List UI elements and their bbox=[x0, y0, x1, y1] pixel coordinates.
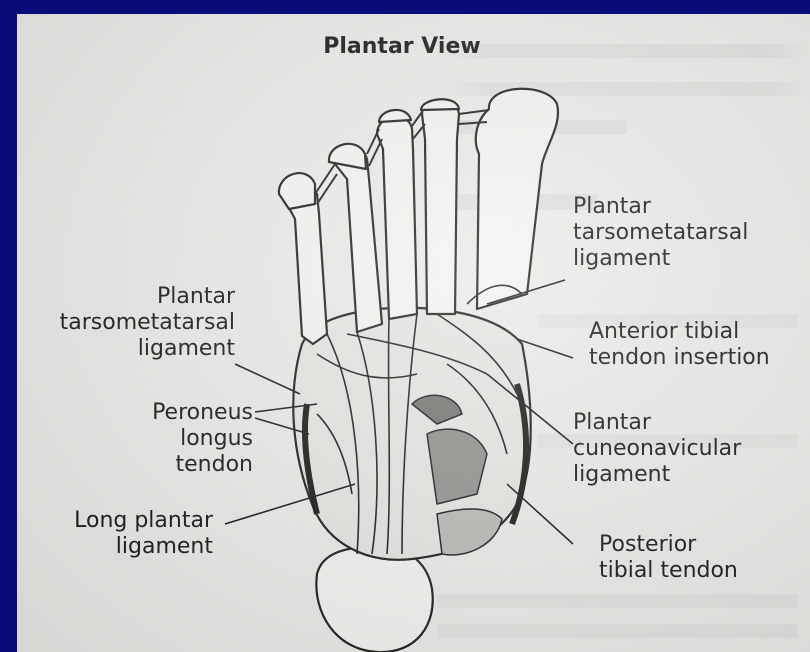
label-plantar-tarsometatarsal-right: Plantar tarsometatarsal ligament bbox=[573, 194, 748, 272]
calcaneus bbox=[316, 546, 432, 652]
label-plantar-cuneonavicular-ligament: Plantar cuneonavicular ligament bbox=[573, 410, 741, 488]
label-anterior-tibial-tendon-insertion: Anterior tibial tendon insertion bbox=[589, 319, 770, 371]
label-long-plantar-ligament: Long plantar ligament bbox=[37, 508, 213, 560]
phalanx-2 bbox=[421, 99, 459, 110]
metatarsal-3 bbox=[377, 117, 417, 319]
label-plantar-tarsometatarsal-left: Plantar tarsometatarsal ligament bbox=[25, 284, 235, 362]
label-peroneus-longus-tendon: Peroneus longus tendon bbox=[77, 400, 253, 478]
label-posterior-tibial-tendon: Posterior tibial tendon bbox=[599, 532, 738, 584]
metatarsal-5 bbox=[287, 187, 327, 344]
metatarsal-2 bbox=[422, 101, 459, 315]
metatarsal-4 bbox=[335, 148, 382, 332]
textbook-page: Plantar View bbox=[17, 14, 810, 652]
phalanx-3 bbox=[379, 110, 411, 122]
metatarsal-1 bbox=[476, 89, 558, 309]
phalanx-5 bbox=[279, 173, 315, 209]
